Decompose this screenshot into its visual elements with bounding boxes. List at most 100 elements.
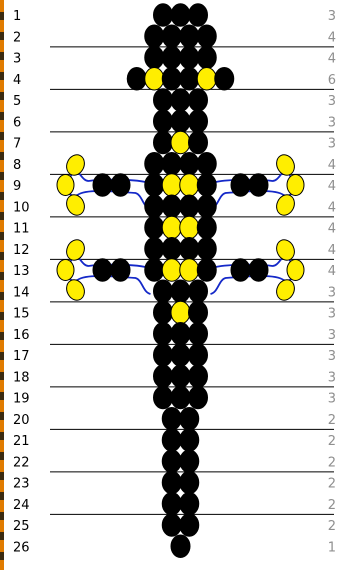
row-number: 24 xyxy=(13,498,30,513)
bead-count: 4 xyxy=(328,52,336,67)
yellow-bead xyxy=(171,301,190,323)
black-bead xyxy=(249,259,268,281)
black-bead xyxy=(154,386,173,408)
bead-count: 4 xyxy=(328,158,336,173)
black-bead xyxy=(189,110,208,132)
black-bead xyxy=(154,344,173,366)
bead-count: 3 xyxy=(328,285,336,300)
black-bead xyxy=(111,259,130,281)
row-number: 13 xyxy=(13,264,30,279)
black-bead xyxy=(145,25,164,47)
row-number: 16 xyxy=(13,328,30,343)
row-number: 9 xyxy=(13,179,21,194)
row-number: 1 xyxy=(13,9,21,24)
black-bead xyxy=(162,46,181,68)
yellow-bead xyxy=(287,175,304,196)
black-bead xyxy=(162,408,181,430)
black-bead xyxy=(197,216,216,238)
yellow-bead xyxy=(171,131,190,153)
row-number: 19 xyxy=(13,392,30,407)
black-bead xyxy=(189,323,208,345)
black-bead xyxy=(162,153,181,175)
black-bead xyxy=(180,195,199,217)
yellow-bead xyxy=(180,216,199,238)
black-bead xyxy=(162,471,181,493)
black-bead xyxy=(162,493,181,515)
black-bead xyxy=(171,386,190,408)
black-bead xyxy=(162,514,181,536)
black-bead xyxy=(197,174,216,196)
bead-count: 3 xyxy=(328,328,336,343)
black-bead xyxy=(189,280,208,302)
bead-count: 6 xyxy=(328,73,336,88)
black-bead xyxy=(154,89,173,111)
yellow-bead xyxy=(197,68,216,90)
row-number: 26 xyxy=(13,540,30,555)
black-bead xyxy=(180,46,199,68)
black-bead xyxy=(154,110,173,132)
bead-count: 2 xyxy=(328,498,336,513)
yellow-bead xyxy=(162,216,181,238)
yellow-bead xyxy=(57,260,74,281)
bead-count: 1 xyxy=(328,540,336,555)
row-number: 10 xyxy=(13,200,30,215)
yellow-bead xyxy=(180,259,199,281)
black-bead xyxy=(180,493,199,515)
bead-count: 2 xyxy=(328,434,336,449)
black-bead xyxy=(162,429,181,451)
black-bead xyxy=(162,238,181,260)
bead-count: 3 xyxy=(328,94,336,109)
black-bead xyxy=(189,89,208,111)
black-bead xyxy=(145,238,164,260)
black-bead xyxy=(162,450,181,472)
row-number: 14 xyxy=(13,285,30,300)
black-bead xyxy=(215,68,234,90)
bead-count: 4 xyxy=(328,179,336,194)
black-bead xyxy=(197,46,216,68)
black-bead xyxy=(154,4,173,26)
black-bead xyxy=(180,153,199,175)
bead-count: 4 xyxy=(328,30,336,45)
row-number: 11 xyxy=(13,222,30,237)
black-bead xyxy=(93,259,112,281)
black-bead xyxy=(171,89,190,111)
black-bead xyxy=(154,131,173,153)
row-number: 7 xyxy=(13,137,21,152)
bead-count: 3 xyxy=(328,392,336,407)
black-bead xyxy=(189,4,208,26)
black-bead xyxy=(162,68,181,90)
row-number: 23 xyxy=(13,477,30,492)
bead-count: 4 xyxy=(328,222,336,237)
black-bead xyxy=(127,68,146,90)
bead-count: 3 xyxy=(328,307,336,322)
row-number: 15 xyxy=(13,307,30,322)
black-bead xyxy=(180,429,199,451)
black-bead xyxy=(231,259,250,281)
black-bead xyxy=(93,174,112,196)
black-bead xyxy=(154,365,173,387)
black-bead xyxy=(231,174,250,196)
row-number: 20 xyxy=(13,413,30,428)
black-bead xyxy=(180,471,199,493)
bead-count: 4 xyxy=(328,243,336,258)
yellow-bead xyxy=(162,174,181,196)
black-bead xyxy=(249,174,268,196)
row-number: 3 xyxy=(13,52,21,67)
black-bead xyxy=(189,386,208,408)
black-bead xyxy=(171,280,190,302)
black-bead xyxy=(189,301,208,323)
black-bead xyxy=(145,174,164,196)
black-bead xyxy=(180,25,199,47)
bead-count: 3 xyxy=(328,137,336,152)
black-bead xyxy=(171,365,190,387)
black-bead xyxy=(189,344,208,366)
row-number: 2 xyxy=(13,30,21,45)
bead-count: 2 xyxy=(328,413,336,428)
black-bead xyxy=(154,280,173,302)
yellow-bead xyxy=(145,68,164,90)
row-number: 18 xyxy=(13,370,30,385)
black-bead xyxy=(145,259,164,281)
black-bead xyxy=(171,323,190,345)
bead-count: 2 xyxy=(328,477,336,492)
